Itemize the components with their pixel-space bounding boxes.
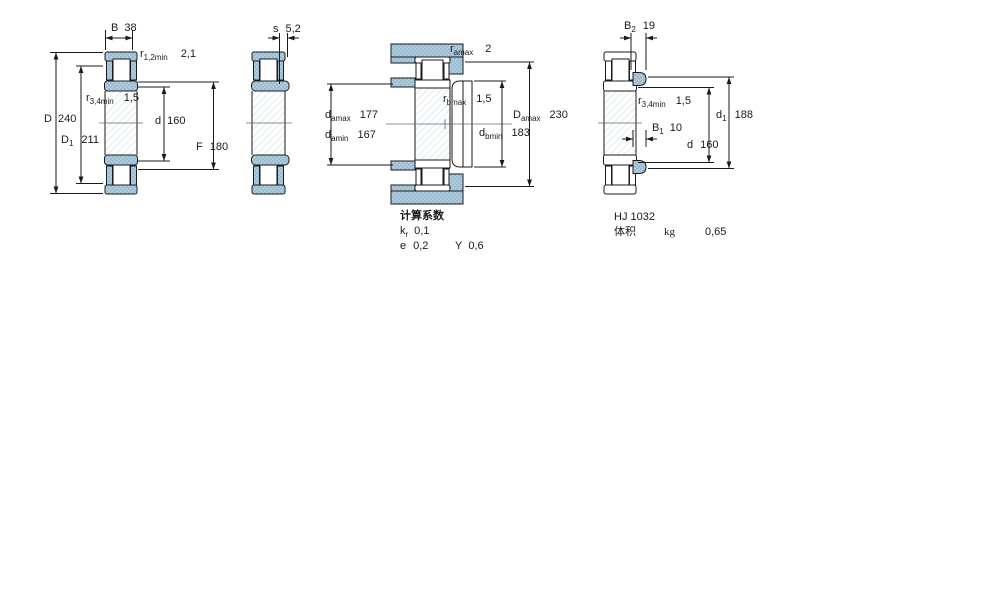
drawing-mounted-bearing-abutments: [327, 43, 534, 205]
hj-weight-unit: kg: [664, 226, 675, 238]
drawing-bearing-with-hj-ring: [598, 33, 734, 195]
calculation-factors-title: 计算系数: [400, 210, 444, 222]
hj-weight-label: 体积: [614, 226, 636, 238]
drawing-bearing-axial-offset: [246, 33, 299, 195]
drawing-bearing-cross-section: [50, 30, 219, 195]
hj-ring-designation: HJ 1032: [614, 211, 655, 223]
hj-weight-value: 0,65: [705, 226, 727, 238]
